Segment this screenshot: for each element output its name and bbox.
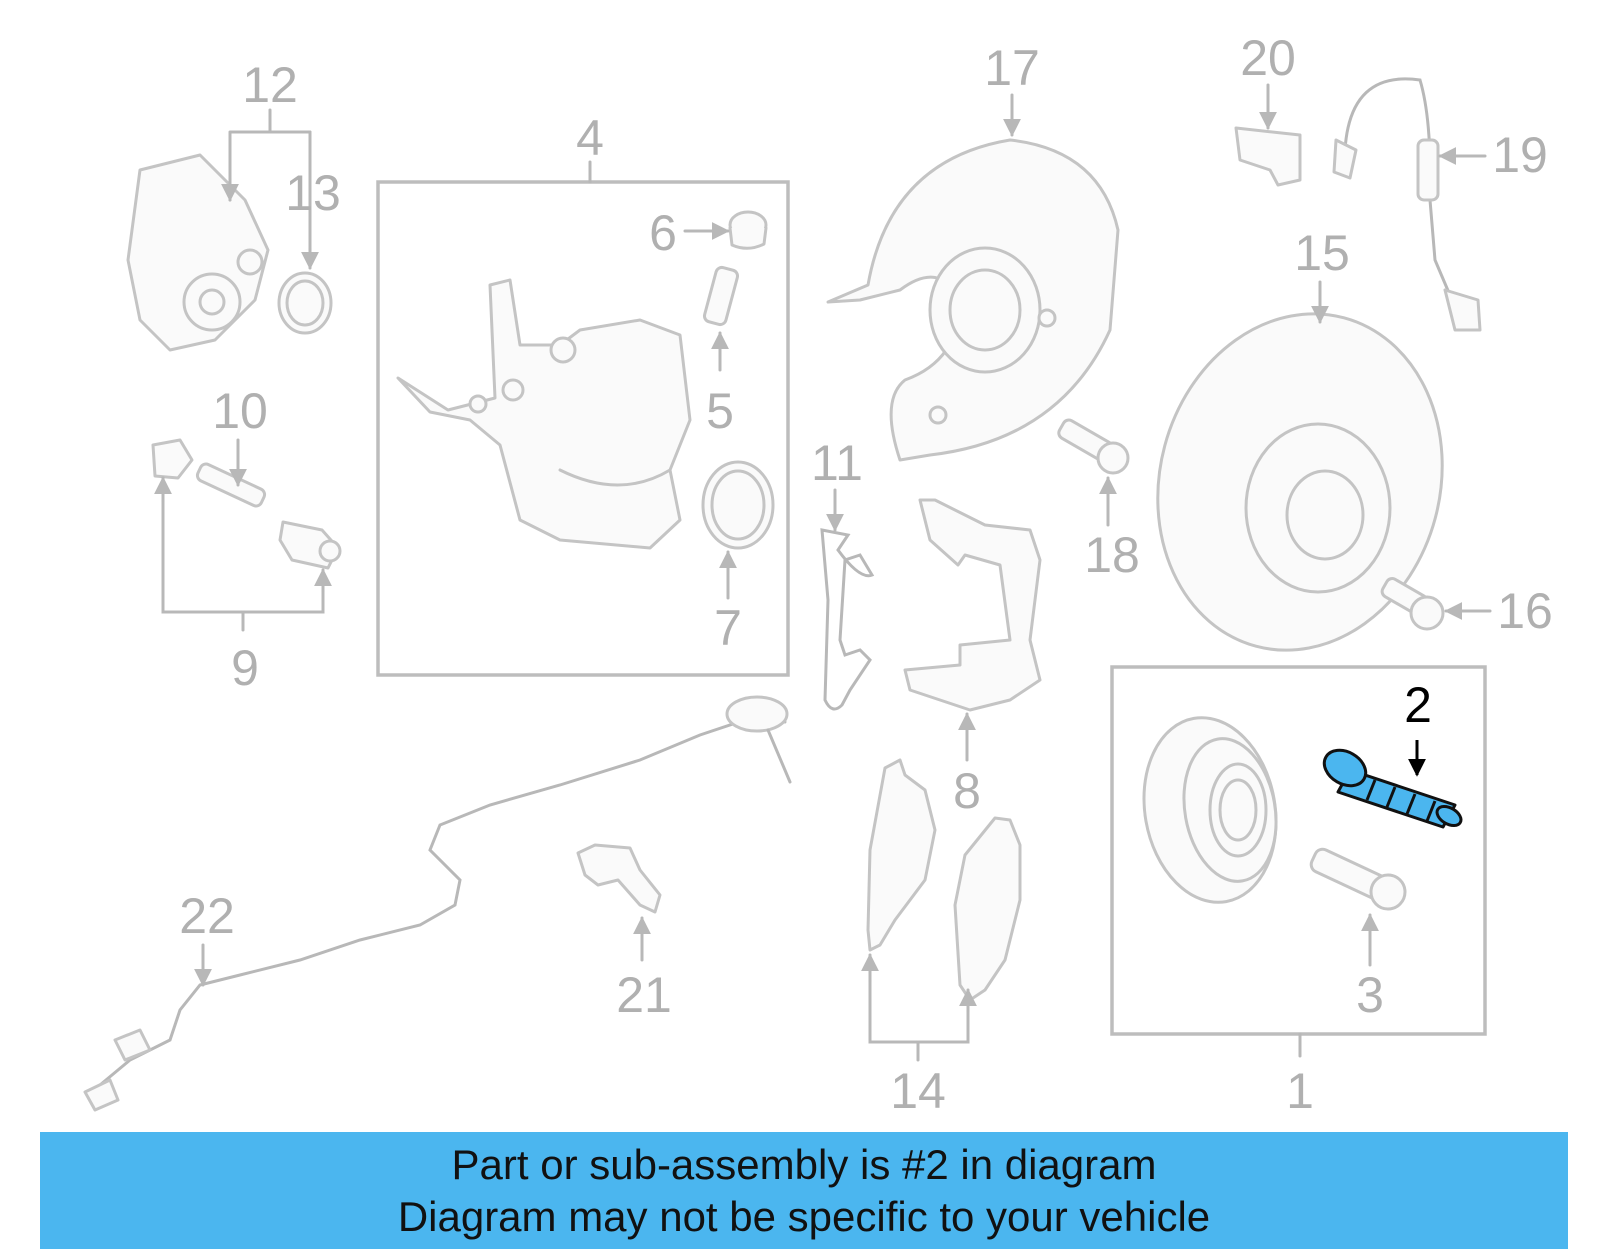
caliper-group-box — [376, 180, 790, 677]
callout-19: 19 — [1492, 127, 1548, 183]
callout-17: 17 — [984, 40, 1040, 96]
spring-clip-part-11[interactable] — [820, 528, 875, 711]
screw-part-16[interactable] — [1380, 576, 1445, 631]
bolt-part-18[interactable] — [1057, 418, 1130, 475]
brake-disc-part-15[interactable] — [1121, 282, 1479, 683]
callout-14: 14 — [890, 1063, 946, 1119]
callout-7: 7 — [714, 600, 742, 656]
brake-motor-part-12[interactable] — [126, 153, 270, 352]
seal-part-7[interactable] — [701, 460, 775, 550]
clip-part-20[interactable] — [1234, 126, 1302, 187]
cap-part-6[interactable] — [728, 210, 768, 250]
brake-hose-part-19[interactable] — [1332, 77, 1482, 332]
callout-2-highlighted: 2 — [1404, 677, 1432, 733]
wheel-hub-part-1[interactable] — [1130, 707, 1290, 913]
brake-pads-part-14[interactable] — [866, 758, 1022, 1002]
hub-bolt-part-3[interactable] — [1309, 847, 1407, 911]
callout-11: 11 — [811, 435, 863, 491]
bleeder-part-5[interactable] — [702, 265, 740, 327]
callout-18: 18 — [1084, 527, 1140, 583]
bracket-part-21[interactable] — [576, 843, 662, 914]
callout-22: 22 — [179, 888, 235, 944]
callout-21: 21 — [616, 967, 672, 1023]
callout-6: 6 — [649, 205, 677, 261]
bushing-part-9b[interactable] — [278, 520, 342, 570]
callout-5: 5 — [706, 383, 734, 439]
callout-16: 16 — [1497, 583, 1553, 639]
hub-bolt-part-2-highlighted[interactable] — [1318, 743, 1464, 829]
caliper-part-4[interactable] — [396, 278, 692, 550]
carrier-part-8[interactable] — [903, 498, 1042, 712]
guide-pin-part-10[interactable] — [195, 462, 267, 508]
banner-line-part-number: Part or sub-assembly is #2 in diagram — [451, 1140, 1157, 1188]
banner-line-disclaimer: Diagram may not be specific to your vehi… — [397, 1192, 1211, 1240]
callout-3: 3 — [1356, 967, 1384, 1023]
wheel-speed-sensor-part-22[interactable] — [83, 695, 792, 1112]
callout-1: 1 — [1286, 1063, 1314, 1119]
info-banner: Part or sub-assembly is #2 in diagram Di… — [40, 1132, 1568, 1249]
splash-shield-part-17[interactable] — [826, 138, 1120, 462]
callout-10: 10 — [212, 383, 268, 439]
callout-4: 4 — [576, 110, 604, 166]
callout-12: 12 — [242, 57, 298, 113]
boot-part-9a[interactable] — [151, 438, 194, 480]
leader-lines — [154, 83, 1492, 1062]
callout-8: 8 — [953, 763, 981, 819]
callout-15: 15 — [1294, 225, 1350, 281]
callout-20: 20 — [1240, 30, 1296, 86]
callout-9: 9 — [231, 640, 259, 696]
callout-13: 13 — [285, 165, 341, 221]
